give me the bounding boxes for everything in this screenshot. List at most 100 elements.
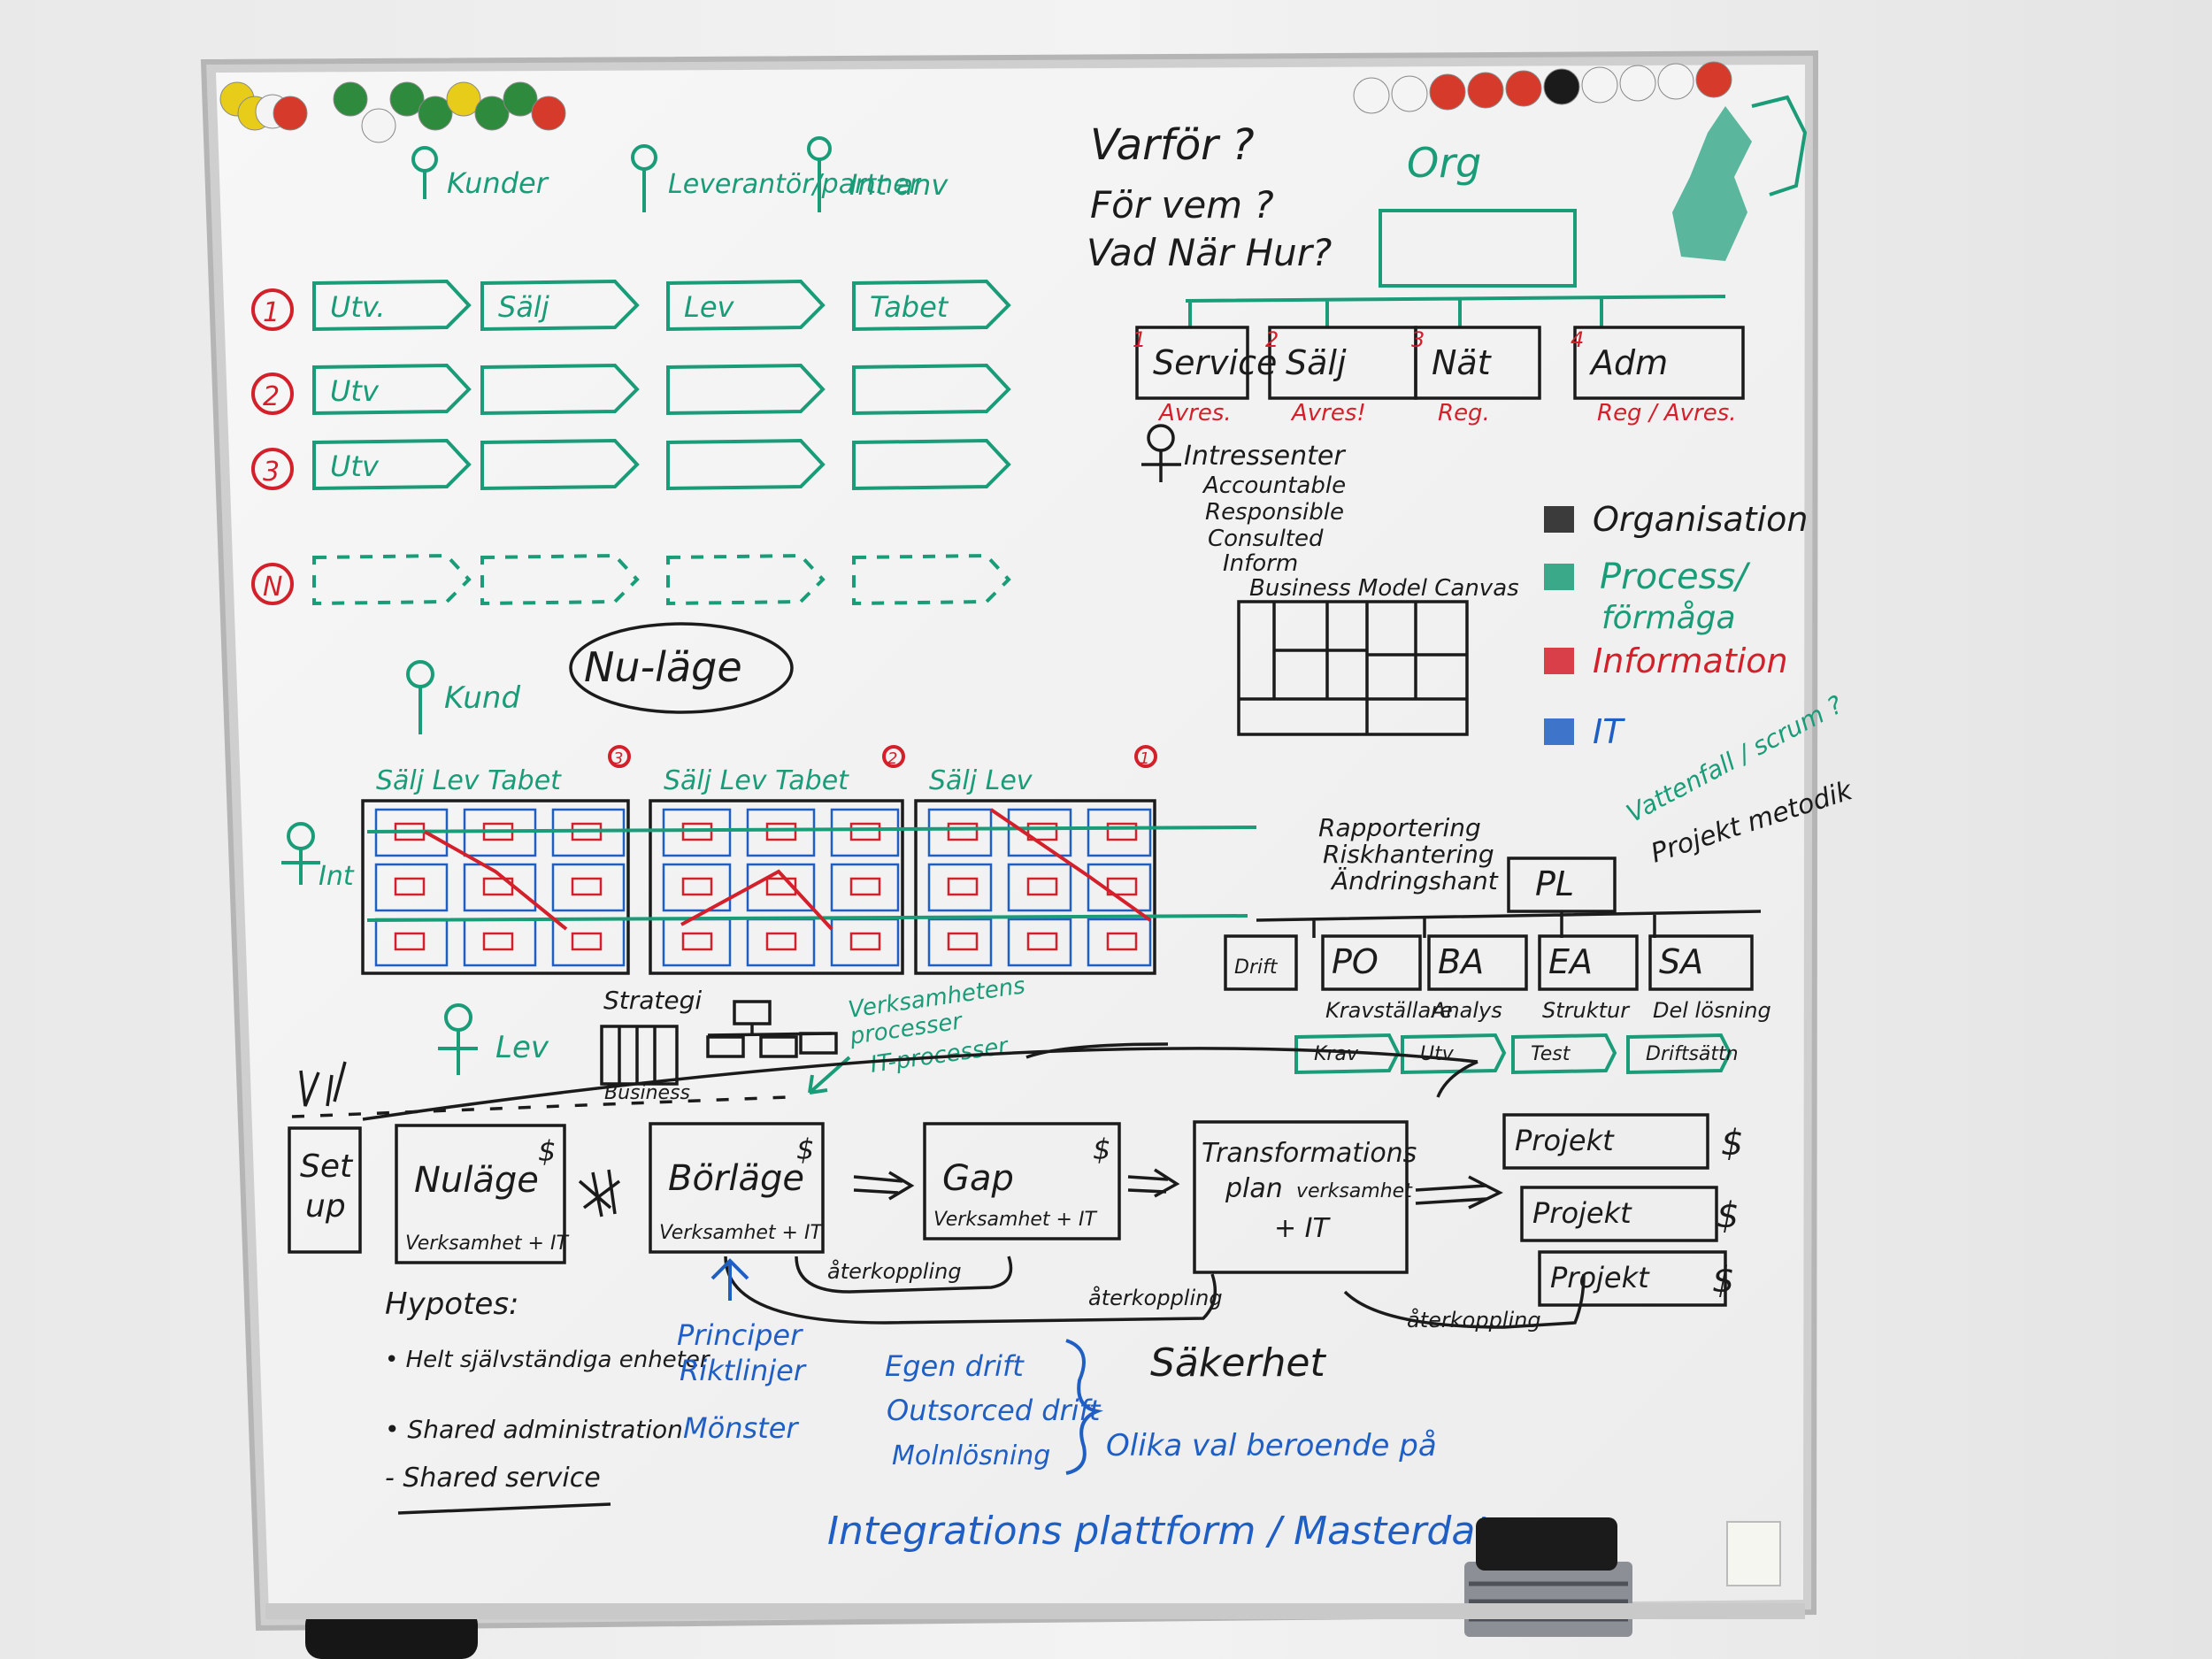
org-unit-box xyxy=(1414,326,1541,400)
matrix-group-labels: Sälj Lev Tabet xyxy=(664,765,849,796)
org-unit-note: Avres. xyxy=(1157,400,1232,426)
method-role-sub: Kravställare xyxy=(1325,998,1453,1023)
pipeline-box xyxy=(395,1124,566,1264)
org-unit-number: 4 xyxy=(1571,327,1584,352)
method-role-box xyxy=(1538,934,1639,991)
hypotes-underline xyxy=(397,1502,611,1515)
brace-line xyxy=(362,1042,1479,1121)
matrix-info-mark xyxy=(1106,932,1138,951)
matrix-cell xyxy=(551,808,626,857)
pipeline-cost: $ xyxy=(796,1133,814,1166)
magnet xyxy=(446,81,481,117)
org-unit-name: Sälj xyxy=(1286,343,1347,382)
method-phase-arrow xyxy=(1294,1033,1401,1075)
matrix-group-labels: Sälj Lev Tabet xyxy=(376,765,562,796)
magnet xyxy=(1353,77,1390,114)
stakeholder-inform: Inform xyxy=(1223,550,1298,577)
method-task-2: Ändringshant xyxy=(1330,866,1499,895)
stakeholder-responsible: Responsible xyxy=(1205,499,1344,526)
matrix-group-frame xyxy=(649,799,904,975)
feedback-loop-2 xyxy=(724,1256,1217,1325)
hypotes-item-2: - Shared service xyxy=(385,1463,601,1494)
champagne-doodle xyxy=(299,1061,347,1107)
magnet xyxy=(1505,70,1542,107)
magnet xyxy=(361,108,396,143)
flow-step-arrow xyxy=(312,279,472,332)
org-units: 1ServiceAvres.2SäljAvres!3NätReg.4AdmReg… xyxy=(1133,326,1745,426)
project-label: Projekt xyxy=(1515,1124,1615,1157)
org-unit-note: Avres! xyxy=(1290,400,1366,426)
svg-text:Leverantör/partner: Leverantör/partner xyxy=(668,169,922,200)
magnet xyxy=(1391,75,1428,112)
pipeline-cost: $ xyxy=(1093,1133,1110,1166)
magnet xyxy=(1467,72,1504,109)
matrix-cell xyxy=(927,863,993,912)
hypotes-title: Hypotes: xyxy=(385,1286,519,1322)
pipeline-box xyxy=(923,1122,1121,1240)
flow-number-circle xyxy=(251,448,294,490)
principles-arrow xyxy=(710,1258,749,1301)
matrix-info-mark xyxy=(765,822,797,841)
method-phase-label: Test xyxy=(1531,1043,1571,1065)
matrix-cell xyxy=(662,808,732,857)
legend-swatch xyxy=(1544,506,1574,533)
pipeline-sub: verksamhet xyxy=(1296,1180,1413,1202)
org-unit-note: Reg / Avres. xyxy=(1597,400,1737,426)
matrix-info-mark xyxy=(394,877,426,896)
flow-step-label: Utv xyxy=(330,449,380,483)
legend-swatch xyxy=(1544,564,1574,590)
flow-step-arrow xyxy=(480,363,640,416)
pipeline-title: Börläge xyxy=(668,1158,804,1199)
magnet xyxy=(1429,73,1466,111)
matrix-cell xyxy=(662,863,732,912)
flow-step-label: Sälj xyxy=(498,290,549,324)
principle-0: Principer xyxy=(677,1318,803,1352)
method-phase-arrow xyxy=(1626,1033,1732,1075)
matrix-group-number-circle xyxy=(882,745,905,768)
matrix-info-mark xyxy=(681,932,713,951)
method-role-sub: Del lösning xyxy=(1653,998,1771,1023)
matrix-info-mark xyxy=(765,877,797,896)
pipeline-title: Gap xyxy=(942,1158,1014,1199)
matrix-cell xyxy=(1087,918,1152,967)
role-leverantor: Leverantör/partner xyxy=(631,144,922,212)
matrix-info-mark xyxy=(571,877,603,896)
arrow-2 xyxy=(1127,1168,1180,1198)
org-unit-name: Adm xyxy=(1588,343,1668,382)
pipeline-box xyxy=(1193,1120,1409,1274)
method-role-name: PO xyxy=(1332,942,1379,981)
matrix-cell xyxy=(830,863,900,912)
flow-number: 1 xyxy=(263,297,280,328)
matrix-cell xyxy=(830,808,900,857)
marker-black xyxy=(305,1609,478,1659)
method-role-name: Drift xyxy=(1234,956,1279,979)
matrix-info-mark xyxy=(1106,822,1138,841)
stakeholder-consulted: Consulted xyxy=(1208,526,1324,552)
matrix-cell xyxy=(551,863,626,912)
pipeline-box xyxy=(649,1122,825,1254)
matrix-info-mark xyxy=(849,932,881,951)
method-role-sub: Struktur xyxy=(1542,998,1631,1023)
magnet xyxy=(333,81,368,117)
feedback-loop-1 xyxy=(795,1256,1013,1294)
feedback-2: återkoppling xyxy=(1088,1285,1223,1310)
matrix-swimlane-lines xyxy=(366,826,1257,922)
canvas-label: Business Model Canvas xyxy=(1249,575,1519,602)
business-model-canvas xyxy=(1237,600,1469,736)
method-phase-label: Krav xyxy=(1314,1043,1359,1065)
magnet xyxy=(531,96,566,131)
legend-label: IT xyxy=(1593,712,1625,751)
hypotes-item-0: • Helt självständiga enheter xyxy=(385,1347,711,1373)
question-for-vem: För vem ? xyxy=(1090,183,1274,227)
method-role-name: SA xyxy=(1659,942,1703,981)
pipeline-sub: + IT xyxy=(1274,1213,1332,1244)
org-title: Org xyxy=(1407,139,1481,187)
role-kunder: Kunder xyxy=(411,146,549,200)
magnet xyxy=(1657,63,1694,100)
matrix-info-mark xyxy=(1026,877,1058,896)
matrix-cell xyxy=(746,808,816,857)
pipeline-cost: $ xyxy=(538,1134,556,1168)
legend-swatch xyxy=(1544,718,1574,745)
flow-step-arrow xyxy=(312,363,472,416)
matrix-group-number-circle xyxy=(608,745,631,768)
